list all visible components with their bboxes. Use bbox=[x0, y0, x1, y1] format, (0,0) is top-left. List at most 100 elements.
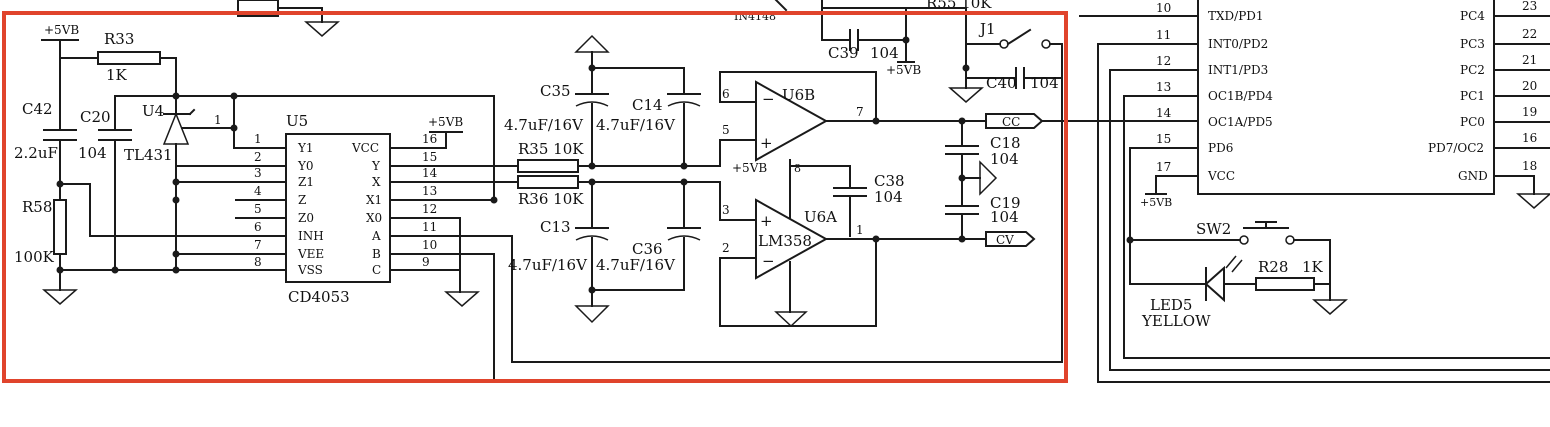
u5-pin-num-5: 5 bbox=[254, 202, 262, 216]
c20-value: 104 bbox=[78, 144, 107, 162]
u5-pin-name-6: INH bbox=[298, 229, 324, 243]
c35-label: C35 bbox=[540, 82, 571, 100]
mcu-pin-num-19: 19 bbox=[1522, 105, 1537, 119]
r58-resistor bbox=[53, 199, 67, 255]
u5-pin-num-16: 16 bbox=[422, 132, 437, 146]
mcu-pin-num-13: 13 bbox=[1156, 80, 1171, 94]
u6a-pin-minus: 2 bbox=[722, 241, 730, 255]
u6b-label: U6B bbox=[782, 86, 815, 104]
u5-pin-name-9: C bbox=[372, 263, 381, 277]
c13-value: 4.7uF/16V bbox=[508, 256, 588, 274]
mcu-pin-num-10: 10 bbox=[1156, 1, 1171, 15]
r28-resistor bbox=[1255, 277, 1315, 291]
p5vb-left-label: +5VB bbox=[44, 23, 79, 37]
p5vb-mcu-label: +5VB bbox=[1140, 196, 1172, 209]
mcu-pin-name-vcc: VCC bbox=[1207, 169, 1235, 183]
ground-symbol-c35-top bbox=[574, 34, 610, 53]
ground-symbol-c18-c19 bbox=[979, 160, 998, 196]
mcu-pin-num-17: 17 bbox=[1156, 160, 1171, 174]
r58-label: R58 bbox=[22, 198, 52, 216]
c42-value: 2.2uF bbox=[14, 144, 58, 162]
r28-label: R28 bbox=[1258, 258, 1288, 276]
ground-symbol-left bbox=[42, 289, 78, 305]
u5-pin-name-15: Y bbox=[371, 159, 381, 173]
u5-pin-name-14: X bbox=[372, 175, 381, 189]
r28-value: 1K bbox=[1302, 258, 1324, 276]
mcu-pin-name-pc4: PC4 bbox=[1460, 9, 1485, 23]
c40-label: C40 bbox=[986, 74, 1017, 92]
cc-net-label-shape bbox=[985, 113, 1044, 129]
ground-symbol-j1 bbox=[948, 87, 984, 103]
c39-value: 104 bbox=[870, 44, 899, 62]
u6b-pin-out: 7 bbox=[856, 105, 864, 119]
u5-pin-num-7: 7 bbox=[254, 238, 262, 252]
c18-label: C18 bbox=[990, 134, 1021, 152]
mcu-pin-num-15: 15 bbox=[1156, 132, 1171, 146]
mcu-pin-name-oc1a: OC1A/PD5 bbox=[1208, 115, 1273, 129]
mcu-pin-name-gnd: GND bbox=[1458, 169, 1488, 183]
mcu-pin-name-pc0: PC0 bbox=[1460, 115, 1485, 129]
c19-value: 104 bbox=[990, 208, 1019, 226]
u6a-pin-vcc: 8 bbox=[794, 162, 801, 175]
mcu-pin-num-21: 21 bbox=[1522, 53, 1537, 67]
ground-symbol-opamp bbox=[774, 311, 808, 328]
mcu-pin-num-22: 22 bbox=[1522, 27, 1537, 41]
u5-pin-name-13: X1 bbox=[366, 193, 382, 207]
r36-label: R36 10K bbox=[518, 190, 584, 208]
u5-pin-name-3: Z1 bbox=[298, 175, 314, 189]
svg-text:−: − bbox=[762, 90, 775, 108]
u6b-pin-minus: 6 bbox=[722, 87, 730, 101]
r35-label: R35 10K bbox=[518, 140, 584, 158]
mcu-pin-num-18: 18 bbox=[1522, 159, 1537, 173]
mcu-pin-num-12: 12 bbox=[1156, 54, 1171, 68]
u6a-pin-out: 1 bbox=[856, 223, 864, 237]
u5-right-pins: +5VB 16 15 14 13 12 11 10 9 VCC Y X X1 X… bbox=[351, 115, 721, 381]
u5-label: U5 bbox=[286, 112, 308, 130]
mcu-pin-name-int1: INT1/PD3 bbox=[1208, 63, 1268, 77]
u5-left-pins: 1 2 3 4 5 6 7 8 Y1 Y0 Z1 Z Z0 INH VEE VS… bbox=[175, 132, 324, 277]
c38-label: C38 bbox=[874, 172, 905, 190]
mcu-section: +5VB 10 11 12 13 14 15 17 TXD/PD1 INT0/P… bbox=[1079, 0, 1550, 383]
u5-part-label: CD4053 bbox=[288, 288, 350, 306]
u5-cd4053: U5 CD4053 1 2 3 4 5 6 7 8 Y1 Y0 Z1 Z Z0 … bbox=[175, 112, 721, 381]
mcu-pin-num-11: 11 bbox=[1156, 28, 1171, 42]
r33-label: R33 bbox=[104, 30, 134, 48]
j1-label: J1 bbox=[978, 20, 996, 38]
c18-value: 104 bbox=[990, 150, 1019, 168]
u4-label: U4 bbox=[142, 102, 164, 120]
svg-text:+: + bbox=[760, 134, 773, 152]
u5-pin-name-7: VEE bbox=[297, 247, 324, 261]
svg-text:−: − bbox=[762, 252, 775, 270]
switch-led-section: SW2 R28 1K LED5 YELLOW bbox=[1126, 147, 1348, 330]
svg-text:+: + bbox=[760, 212, 773, 230]
p5vb-top-label: +5VB bbox=[886, 63, 921, 77]
mcu-pin-name-pc1: PC1 bbox=[1460, 89, 1485, 103]
ground-symbol-mcu bbox=[1516, 193, 1550, 209]
u5-pin-name-8: VSS bbox=[297, 263, 323, 277]
r55-label: R55 10K bbox=[926, 0, 992, 12]
u5-pin-num-12: 12 bbox=[422, 202, 437, 216]
c14-label: C14 bbox=[632, 96, 663, 114]
r36-resistor bbox=[517, 175, 579, 189]
c42-label: C42 bbox=[22, 100, 53, 118]
u5-pin-num-2: 2 bbox=[254, 150, 262, 164]
c13-label: C13 bbox=[540, 218, 571, 236]
c20-label: C20 bbox=[80, 108, 111, 126]
r33-resistor bbox=[97, 51, 161, 65]
c36-value: 4.7uF/16V bbox=[596, 256, 676, 274]
mcu-pin-name-oc1b: OC1B/PD4 bbox=[1208, 89, 1273, 103]
top-middle-section: IN4148 C39 104 +5VB R55 10K J1 C40 104 bbox=[237, 0, 1063, 103]
u5-pin-num-14: 14 bbox=[422, 166, 438, 180]
u4-pin-1: 1 bbox=[214, 113, 222, 127]
u5-pin-num-15: 15 bbox=[422, 150, 437, 164]
u5-pin-name-4: Z bbox=[298, 193, 306, 207]
yellow-label: YELLOW bbox=[1141, 312, 1211, 330]
u5-vcc-supply-label: +5VB bbox=[428, 115, 463, 129]
c38-value: 104 bbox=[874, 188, 903, 206]
mcu-pin-num-14: 14 bbox=[1156, 106, 1172, 120]
ground-symbol-u5 bbox=[444, 291, 480, 307]
cv-net-label-shape bbox=[985, 231, 1036, 247]
sw2-label: SW2 bbox=[1196, 220, 1231, 238]
cc-net-label: CC bbox=[1002, 115, 1020, 129]
mcu-pin-name-txd: TXD/PD1 bbox=[1208, 9, 1264, 23]
